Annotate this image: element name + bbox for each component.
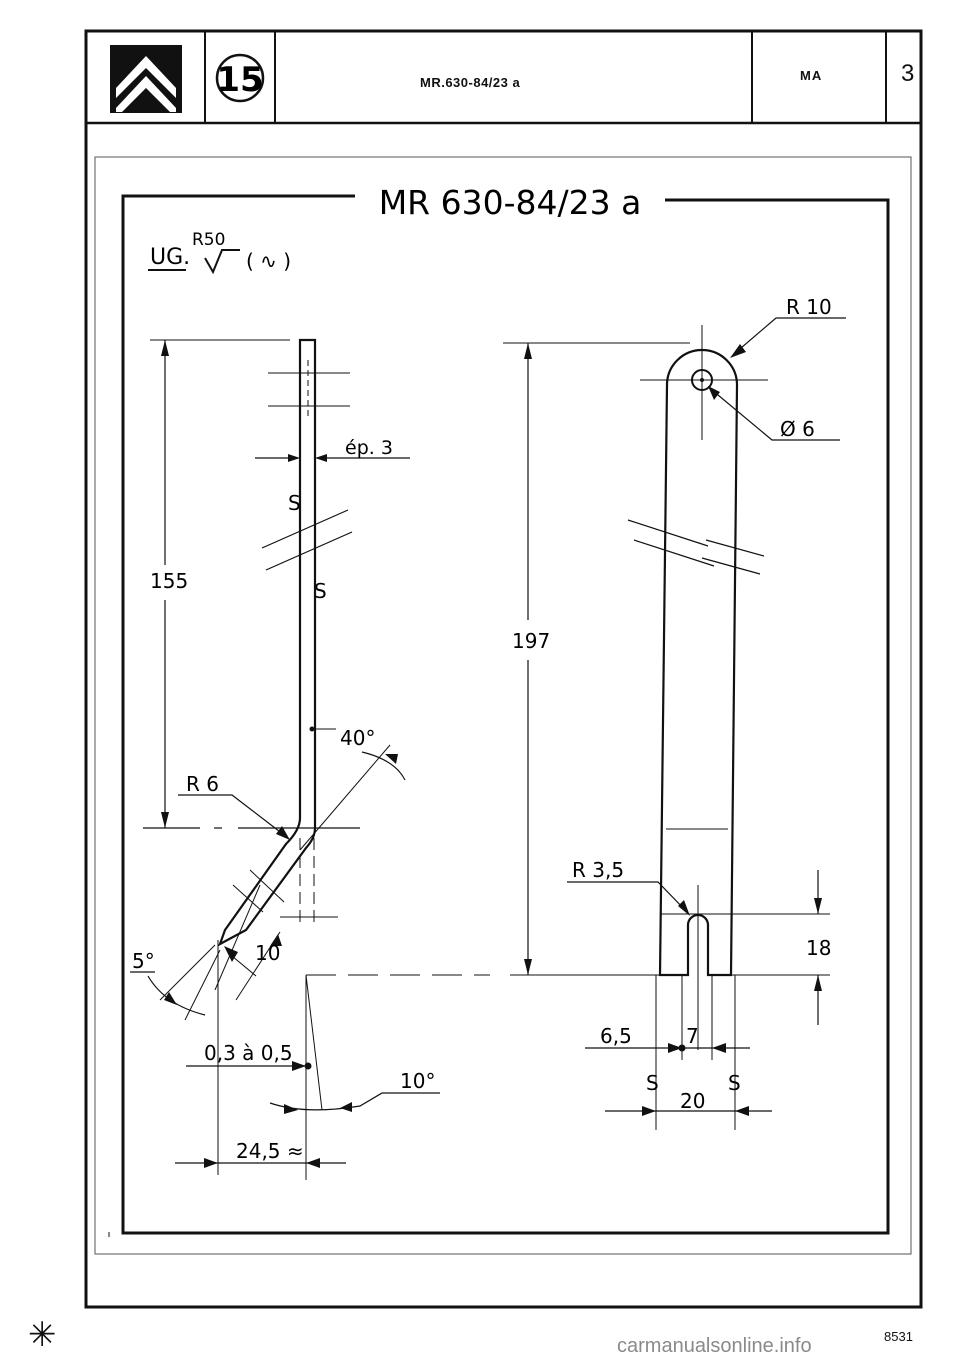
break-mark-label: S: [728, 1071, 741, 1095]
slot-radius-label: R 3,5: [572, 858, 624, 882]
slot-depth-label: 18: [806, 936, 831, 960]
roughness-value: R50: [192, 230, 225, 250]
offset-label: 24,5 ≈: [236, 1139, 304, 1163]
page-number: 3: [901, 60, 915, 87]
tip-length-label: 10: [255, 941, 280, 965]
top-radius-label: R 10: [786, 295, 832, 319]
break-mark-label: S: [314, 579, 327, 603]
drawing-title: MR 630-84/23 a: [379, 183, 642, 222]
tip-angle-label: 5°: [132, 949, 155, 973]
lean-angle-label: 10°: [400, 1069, 435, 1093]
side-view: [130, 338, 490, 1180]
chapter-number: 15: [216, 60, 263, 100]
bend-angle-label: 40°: [340, 726, 375, 750]
document-reference: MR.630-84/23 a: [420, 75, 521, 90]
left-width-label: 6,5: [600, 1024, 632, 1048]
slot-width-label: 7: [686, 1024, 699, 1048]
sheet-number: 8531: [884, 1329, 913, 1344]
length-197-label: 197: [512, 629, 550, 653]
chevron-logo-icon: [110, 45, 182, 113]
break-mark-label: S: [646, 1071, 659, 1095]
tip-gap-label: 0,3 à 0,5: [204, 1041, 293, 1065]
surface-note: UG. R50 ( ∿ ): [148, 230, 291, 275]
material-code: UG.: [150, 245, 190, 270]
asterisk-icon: ✳: [28, 1315, 57, 1355]
total-width-label: 20: [680, 1089, 705, 1113]
bend-radius-label: R 6: [186, 772, 219, 796]
chapter-circle-icon: [215, 53, 265, 103]
section-code: MA: [800, 68, 823, 83]
outer-frame: [84, 29, 923, 1309]
thickness-label: ép. 3: [345, 437, 393, 459]
height-155-label: 155: [150, 569, 188, 593]
break-mark-label: S: [288, 491, 301, 515]
front-view: [503, 317, 846, 1130]
inner-frame: [94, 156, 912, 1255]
hole-diameter-label: Ø 6: [780, 417, 815, 441]
watermark: carmanualsonline.info: [617, 1335, 812, 1357]
surface-symbol: ( ∿ ): [246, 249, 291, 273]
roughness-symbol-icon: [204, 249, 240, 275]
drawing-frame: [108, 194, 890, 1237]
